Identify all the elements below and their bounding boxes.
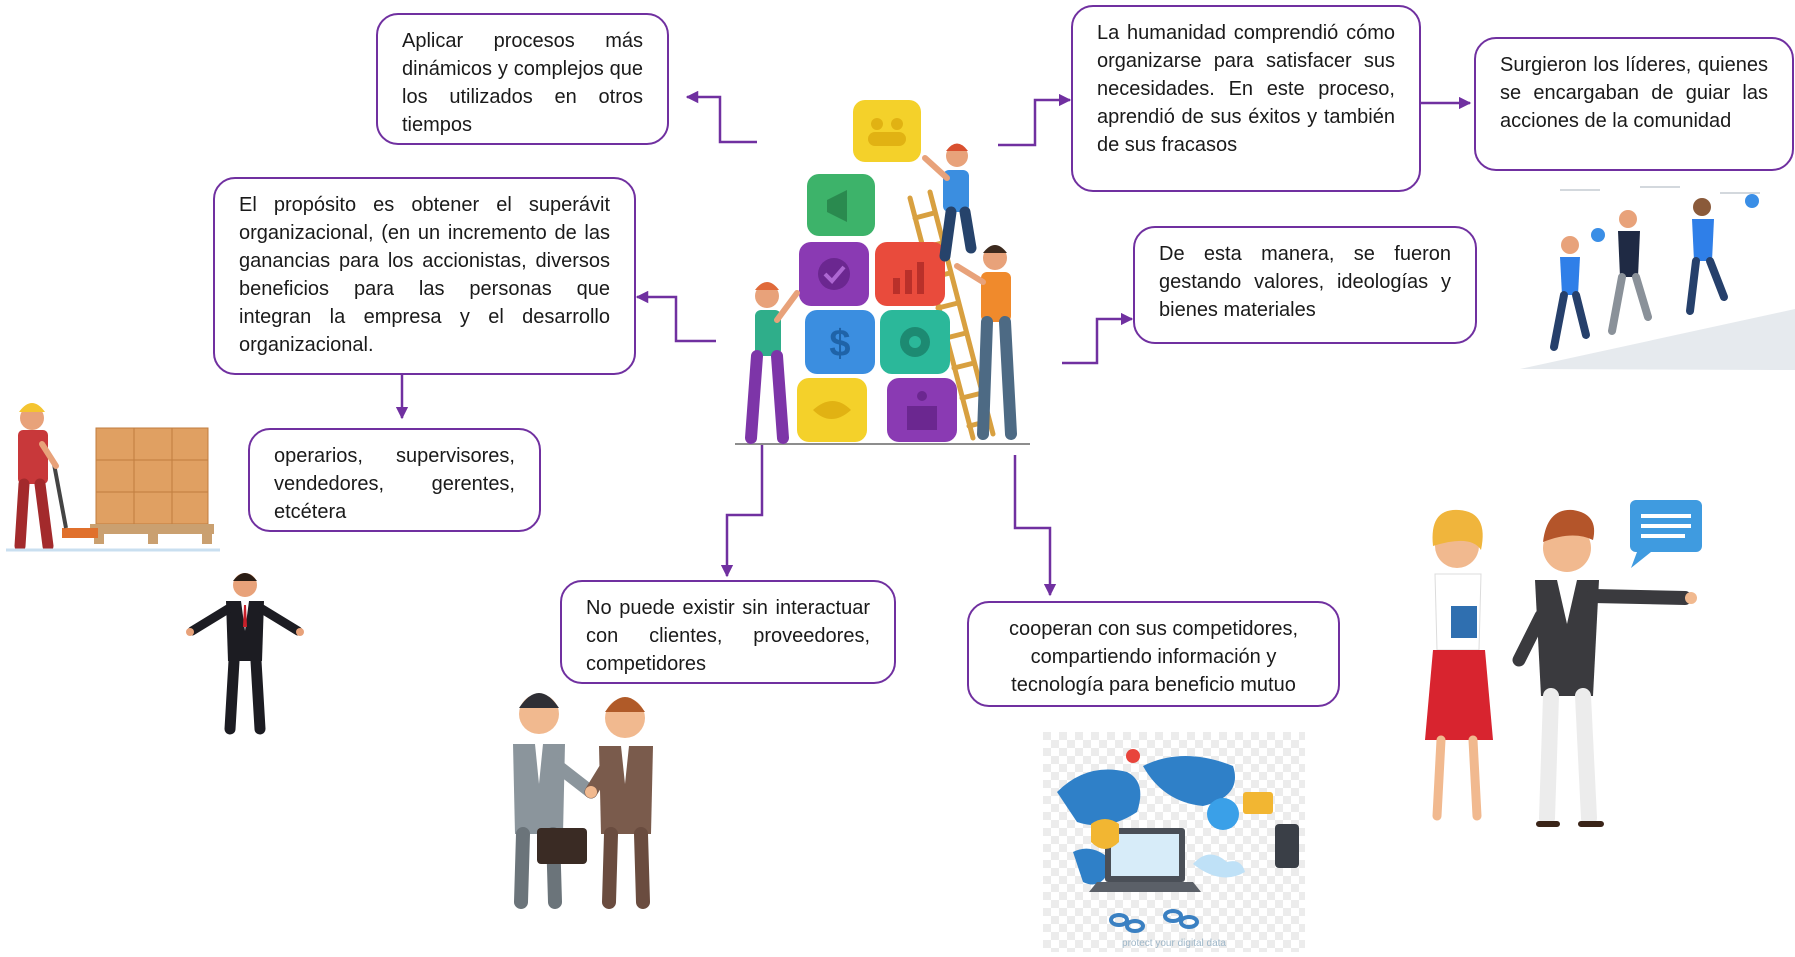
teamwork-blocks-illustration: $ <box>735 100 1030 445</box>
node-left-sub: operarios, supervisores, vendedores, ger… <box>248 428 541 532</box>
node-left-middle: El propósito es obtener el superávit org… <box>213 177 636 375</box>
node-top-right: La humanidad comprendió cómo organizarse… <box>1071 5 1421 192</box>
businessman-illustration <box>186 573 304 735</box>
arrow-to-top-left <box>685 90 757 144</box>
digital-network-illustration: protect your digital data <box>1043 732 1305 952</box>
node-far-right: Surgieron los líderes, quienes se encarg… <box>1474 37 1794 171</box>
business-couple-illustration <box>1425 500 1702 827</box>
arrow-to-top-right <box>998 93 1072 147</box>
climbing-team-illustration <box>1520 186 1795 370</box>
node-right-middle: De esta manera, se fueron gestando valor… <box>1133 226 1477 344</box>
node-top-left: Aplicar procesos más dinámicos y complej… <box>376 13 669 145</box>
arrow-to-bottom-right <box>1013 455 1057 597</box>
node-bottom-left: No puede existir sin interactuar con cli… <box>560 580 896 684</box>
arrow-to-bottom-left <box>720 445 764 578</box>
handshake-illustration <box>513 693 653 909</box>
arrow-to-left-middle <box>635 290 716 343</box>
worker-pallet-illustration <box>6 403 220 552</box>
svg-text:$: $ <box>829 323 850 365</box>
arrow-to-right-middle <box>1062 312 1134 365</box>
watermark-text: protect your digital data <box>1122 938 1226 949</box>
node-bottom-right: cooperan con sus competidores, compartie… <box>967 601 1340 707</box>
